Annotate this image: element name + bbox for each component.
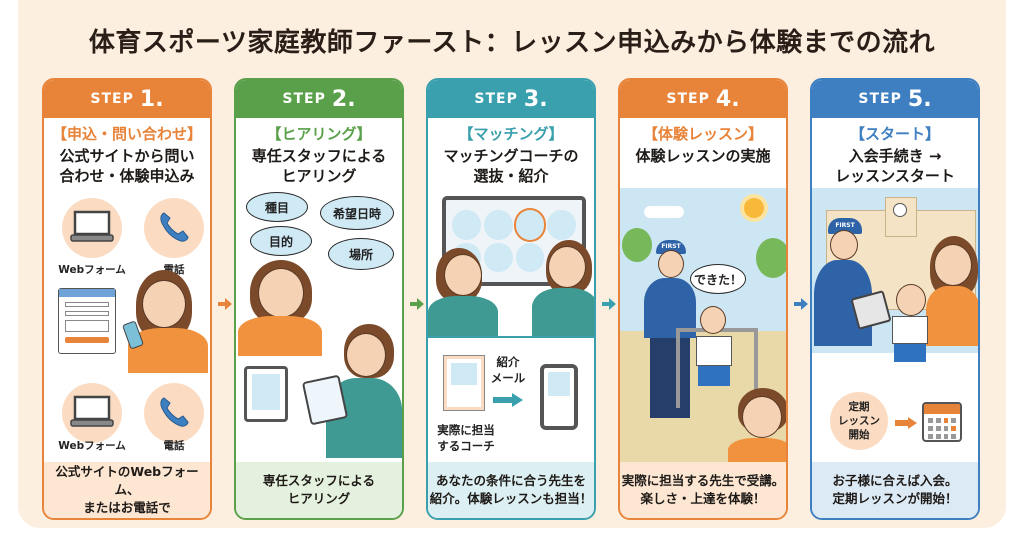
label-web-form: Webフォーム bbox=[58, 264, 126, 276]
step-number: 4. bbox=[715, 86, 740, 112]
step-header: STEP 2. bbox=[236, 80, 402, 118]
speech-bubble: 希望日時 bbox=[320, 196, 394, 230]
label-web-form: Webフォーム bbox=[58, 440, 126, 452]
parent-figure bbox=[742, 396, 782, 438]
smartphone-icon bbox=[540, 364, 578, 430]
coach-profile-card bbox=[443, 355, 485, 411]
arrow-right-icon bbox=[410, 298, 424, 310]
speech-bubble: 種目 bbox=[246, 192, 308, 222]
step-illustration: 紹介 メール 実際に担当 するコーチ bbox=[428, 188, 594, 463]
regular-lesson-label: 定期 レッスン 開始 bbox=[838, 401, 880, 441]
tree-icon bbox=[622, 228, 652, 262]
cloud-icon bbox=[644, 206, 684, 218]
coach-label: 実際に担当 するコーチ bbox=[437, 423, 495, 453]
step-header: STEP 5. bbox=[812, 80, 978, 118]
arrow-right-icon bbox=[895, 417, 917, 429]
step-word: STEP bbox=[282, 91, 326, 107]
step-illustration: 種目 希望日時 目的 場所 bbox=[236, 188, 402, 463]
staff-figure bbox=[346, 333, 386, 377]
step-header: STEP 4. bbox=[620, 80, 786, 118]
arrow-right-icon bbox=[218, 298, 232, 310]
regular-lesson-badge: 定期 レッスン 開始 bbox=[830, 392, 888, 450]
step-card-2: STEP 2. 【ヒアリング】 専任スタッフによる ヒアリング 種目 希望日時 … bbox=[234, 78, 404, 520]
step-word: STEP bbox=[474, 91, 518, 107]
child-figure bbox=[700, 306, 726, 334]
phone-icon bbox=[160, 397, 189, 427]
step-footer: あなたの条件に合う先生を 紹介。体験レッスンも担当！ bbox=[428, 462, 594, 518]
step-tag: 【マッチング】 bbox=[458, 125, 564, 143]
step-illustration: FIRST 定期 レッスン 開始 bbox=[812, 188, 978, 463]
step-number: 1. bbox=[139, 86, 164, 112]
arrow-right-icon bbox=[493, 393, 523, 407]
step-footer: 公式サイトのWebフォーム、 またはお電話で bbox=[44, 462, 210, 518]
step-illustration: FIRST できた！ bbox=[620, 188, 786, 468]
step-footer: お子様に合えば入会。 定期レッスンが開始！ bbox=[812, 462, 978, 518]
woman-on-phone bbox=[258, 268, 304, 318]
web-form-illustration bbox=[58, 288, 116, 354]
step-word: STEP bbox=[90, 91, 134, 107]
step-number: 3. bbox=[523, 86, 548, 112]
step-footer: 専任スタッフによる ヒアリング bbox=[236, 462, 402, 518]
step-card-4: STEP 4. 【体験レッスン】 体験レッスンの実施 FIRST できた！ 実際… bbox=[618, 78, 788, 520]
page-title: 体育スポーツ家庭教師ファースト：レッスン申込みから体験までの流れ bbox=[88, 28, 936, 58]
speech-bubble: できた！ bbox=[690, 264, 746, 294]
step-illustration: Webフォーム 電話 Webフォーム 電話 bbox=[44, 188, 210, 463]
label-phone: 電話 bbox=[163, 440, 185, 452]
step-tag: 【体験レッスン】 bbox=[642, 125, 763, 143]
step-subtitle: 公式サイトから問い 合わせ・体験申込み bbox=[59, 147, 195, 185]
phone-icon bbox=[160, 212, 189, 242]
step-footer: 実際に担当する先生で受講。 楽しさ・上達を体験！ bbox=[620, 462, 786, 518]
step-tag: 【スタート】 bbox=[849, 125, 940, 143]
step-number: 5. bbox=[907, 86, 932, 112]
child-figure bbox=[896, 284, 926, 316]
tablet-icon bbox=[244, 366, 288, 422]
step-tag: 【申込・問い合わせ】 bbox=[51, 125, 202, 143]
step-subtitle: 体験レッスンの実施 bbox=[635, 147, 771, 165]
staff-figure bbox=[548, 246, 586, 288]
step-card-1: STEP 1. 【申込・問い合わせ】 公式サイトから問い 合わせ・体験申込み W… bbox=[42, 78, 212, 520]
step-word: STEP bbox=[666, 91, 710, 107]
step-subtitle: マッチングコーチの 選抜・紹介 bbox=[443, 147, 579, 185]
tree-icon bbox=[756, 238, 786, 278]
woman-figure bbox=[142, 280, 186, 328]
intro-mail-label: 紹介 メール bbox=[490, 355, 526, 385]
step-card-3: STEP 3. 【マッチング】 マッチングコーチの 選抜・紹介 紹介 メール bbox=[426, 78, 596, 520]
step-subtitle: 専任スタッフによる ヒアリング bbox=[251, 147, 387, 185]
speech-bubble: 場所 bbox=[328, 238, 394, 270]
sun-icon bbox=[744, 198, 764, 218]
client-figure bbox=[444, 254, 482, 296]
step-word: STEP bbox=[858, 91, 902, 107]
step-number: 2. bbox=[331, 86, 356, 112]
coach-cap: FIRST bbox=[828, 218, 862, 234]
coach-figure bbox=[830, 230, 858, 260]
coach-figure bbox=[658, 250, 684, 278]
coach-cap: FIRST bbox=[656, 240, 686, 254]
step-subtitle: 入会手続き → レッスンスタート bbox=[835, 147, 955, 185]
arrow-right-icon bbox=[794, 298, 808, 310]
laptop-icon bbox=[70, 210, 114, 242]
parent-figure bbox=[934, 244, 972, 286]
arrow-right-icon bbox=[602, 298, 616, 310]
step-card-5: STEP 5. 【スタート】 入会手続き → レッスンスタート FIRST 定期… bbox=[810, 78, 980, 520]
speech-bubble: 目的 bbox=[250, 226, 312, 256]
step-header: STEP 3. bbox=[428, 80, 594, 118]
step-header: STEP 1. bbox=[44, 80, 210, 118]
step-tag: 【ヒアリング】 bbox=[266, 125, 372, 143]
calendar-icon bbox=[922, 402, 962, 442]
laptop-icon bbox=[70, 395, 114, 427]
